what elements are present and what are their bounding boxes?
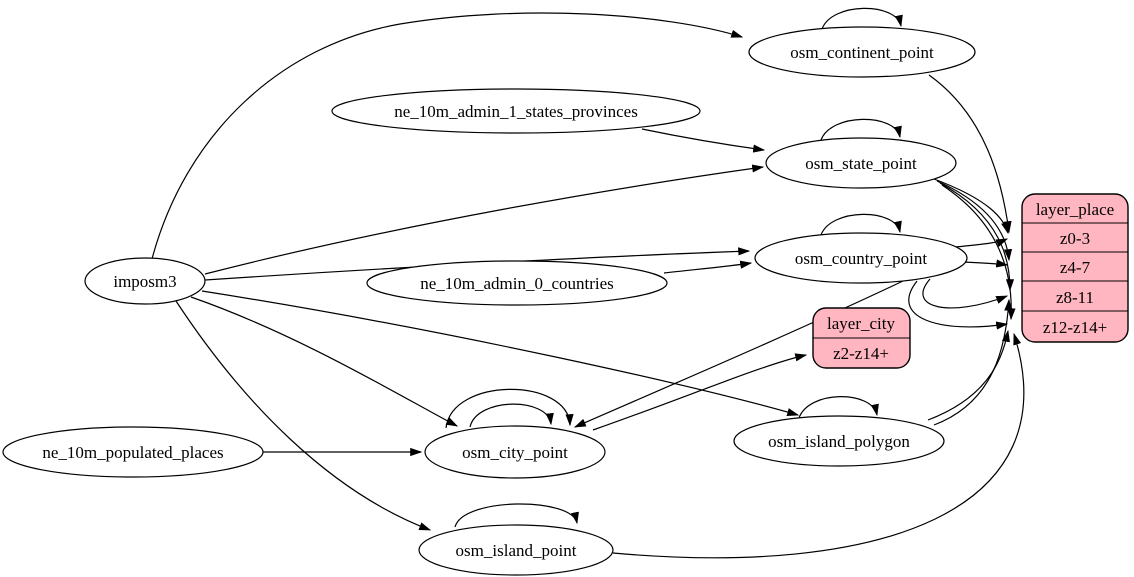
- edge-osm_country_point-osm_city_point: [573, 280, 904, 428]
- node-ne_10m_admin_1_states_provinces: ne_10m_admin_1_states_provinces: [331, 88, 701, 134]
- edge-osm_state_point-z0-3: [933, 178, 1009, 235]
- edge-osm_state_point-z8-11: [939, 182, 1015, 292]
- edge-osm_country_point-z0-3: [954, 238, 1009, 248]
- osm_island_polygon-label: osm_island_polygon: [768, 432, 910, 451]
- edge-ne_10m_admin_1_states_provinces-osm_state_point: [641, 128, 766, 153]
- ne_10m_admin_0_countries-label: ne_10m_admin_0_countries: [420, 274, 614, 293]
- edge-osm_country_point-z8-11: [922, 278, 1009, 309]
- osm_state_point-label: osm_state_point: [805, 154, 917, 173]
- selfloop-osm_country_point: [820, 213, 902, 236]
- node-ne_10m_admin_0_countries: ne_10m_admin_0_countries: [366, 260, 668, 306]
- osm_city_point-shape: [424, 425, 606, 479]
- layer_place-row-z8-11: z8-11: [1056, 288, 1094, 307]
- node-osm_state_point: osm_state_point: [765, 137, 957, 189]
- selfloop-osm_island_point: [454, 503, 579, 528]
- edge-osm_country_point-z12-z14: [908, 280, 1009, 330]
- edge-imposm3-osm_island_polygon: [201, 290, 800, 416]
- osm_country_point-shape: [754, 232, 968, 284]
- imposm3-shape: [84, 257, 206, 305]
- ne_10m_admin_0_countries-shape: [366, 260, 668, 306]
- node-imposm3: imposm3: [84, 257, 206, 305]
- selfloop-osm_city_point-inner: [469, 403, 554, 428]
- layer_place-title: layer_place: [1036, 200, 1114, 219]
- edge-osm_city_point-layer_city-z2: [592, 353, 808, 431]
- edge-ne_10m_admin_0_countries-osm_country_point: [663, 260, 753, 274]
- node-osm_city_point: osm_city_point: [424, 425, 606, 479]
- imposm3-label: imposm3: [113, 272, 176, 291]
- layer_place-row-z4-7: z4-7: [1060, 258, 1091, 277]
- node-ne_10m_populated_places: ne_10m_populated_places: [2, 426, 264, 478]
- osm_state_point-shape: [765, 137, 957, 189]
- selfloop-osm_city_point-outer: [445, 388, 574, 429]
- selfloop-osm_continent_point: [821, 7, 903, 30]
- ne_10m_populated_places-label: ne_10m_populated_places: [42, 443, 223, 462]
- ne_10m_admin_1_states_provinces-label: ne_10m_admin_1_states_provinces: [394, 102, 638, 121]
- osm_country_point-label: osm_country_point: [795, 249, 927, 268]
- node-osm_island_point: osm_island_point: [418, 524, 614, 576]
- layer_place-row-z12-z14: z12-z14+: [1043, 318, 1107, 337]
- node-osm_country_point: osm_country_point: [754, 232, 968, 284]
- layer_place-row-z0-3: z0-3: [1060, 229, 1090, 248]
- edge-imposm3-osm_city_point: [190, 296, 459, 427]
- ne_10m_populated_places-shape: [2, 426, 264, 478]
- layer-node-layer_city: layer_city z2-z14+: [812, 307, 911, 369]
- ne_10m_admin_1_states_provinces-shape: [331, 88, 701, 134]
- edge-osm_island_polygon-z12-z14: [927, 329, 1010, 421]
- osm_continent_point-shape: [748, 26, 976, 78]
- osm_city_point-label: osm_city_point: [462, 443, 568, 462]
- layer_city-row-z2-z14: z2-z14+: [833, 344, 889, 363]
- edge-imposm3-osm_continent_point: [151, 12, 744, 260]
- edges: [151, 7, 1025, 559]
- osm_island_point-label: osm_island_point: [456, 541, 577, 560]
- selfloop-osm_state_point: [820, 118, 902, 141]
- layer_place-shape: [1021, 193, 1129, 343]
- edge-osm_continent_point-z0-3: [928, 74, 1012, 234]
- edge-osm_country_point-z4-7: [959, 259, 1009, 268]
- node-osm_island_polygon: osm_island_polygon: [733, 415, 945, 467]
- osm_continent_point-label: osm_continent_point: [790, 43, 934, 62]
- osm_island_polygon-shape: [733, 415, 945, 467]
- layer-node-layer_place: layer_place z0-3 z4-7 z8-11 z12-z14+: [1021, 193, 1129, 343]
- edge-osm_island_point-z12-z14: [612, 332, 1025, 559]
- edge-osm_state_point-z4-7: [936, 180, 1013, 262]
- layer_city-title: layer_city: [827, 314, 895, 333]
- edge-imposm3-osm_state_point: [204, 164, 765, 275]
- edge-imposm3-osm_island_point: [175, 300, 432, 531]
- osm_island_point-shape: [418, 524, 614, 576]
- selfloop-osm_island_polygon: [798, 396, 879, 419]
- node-osm_continent_point: osm_continent_point: [748, 26, 976, 78]
